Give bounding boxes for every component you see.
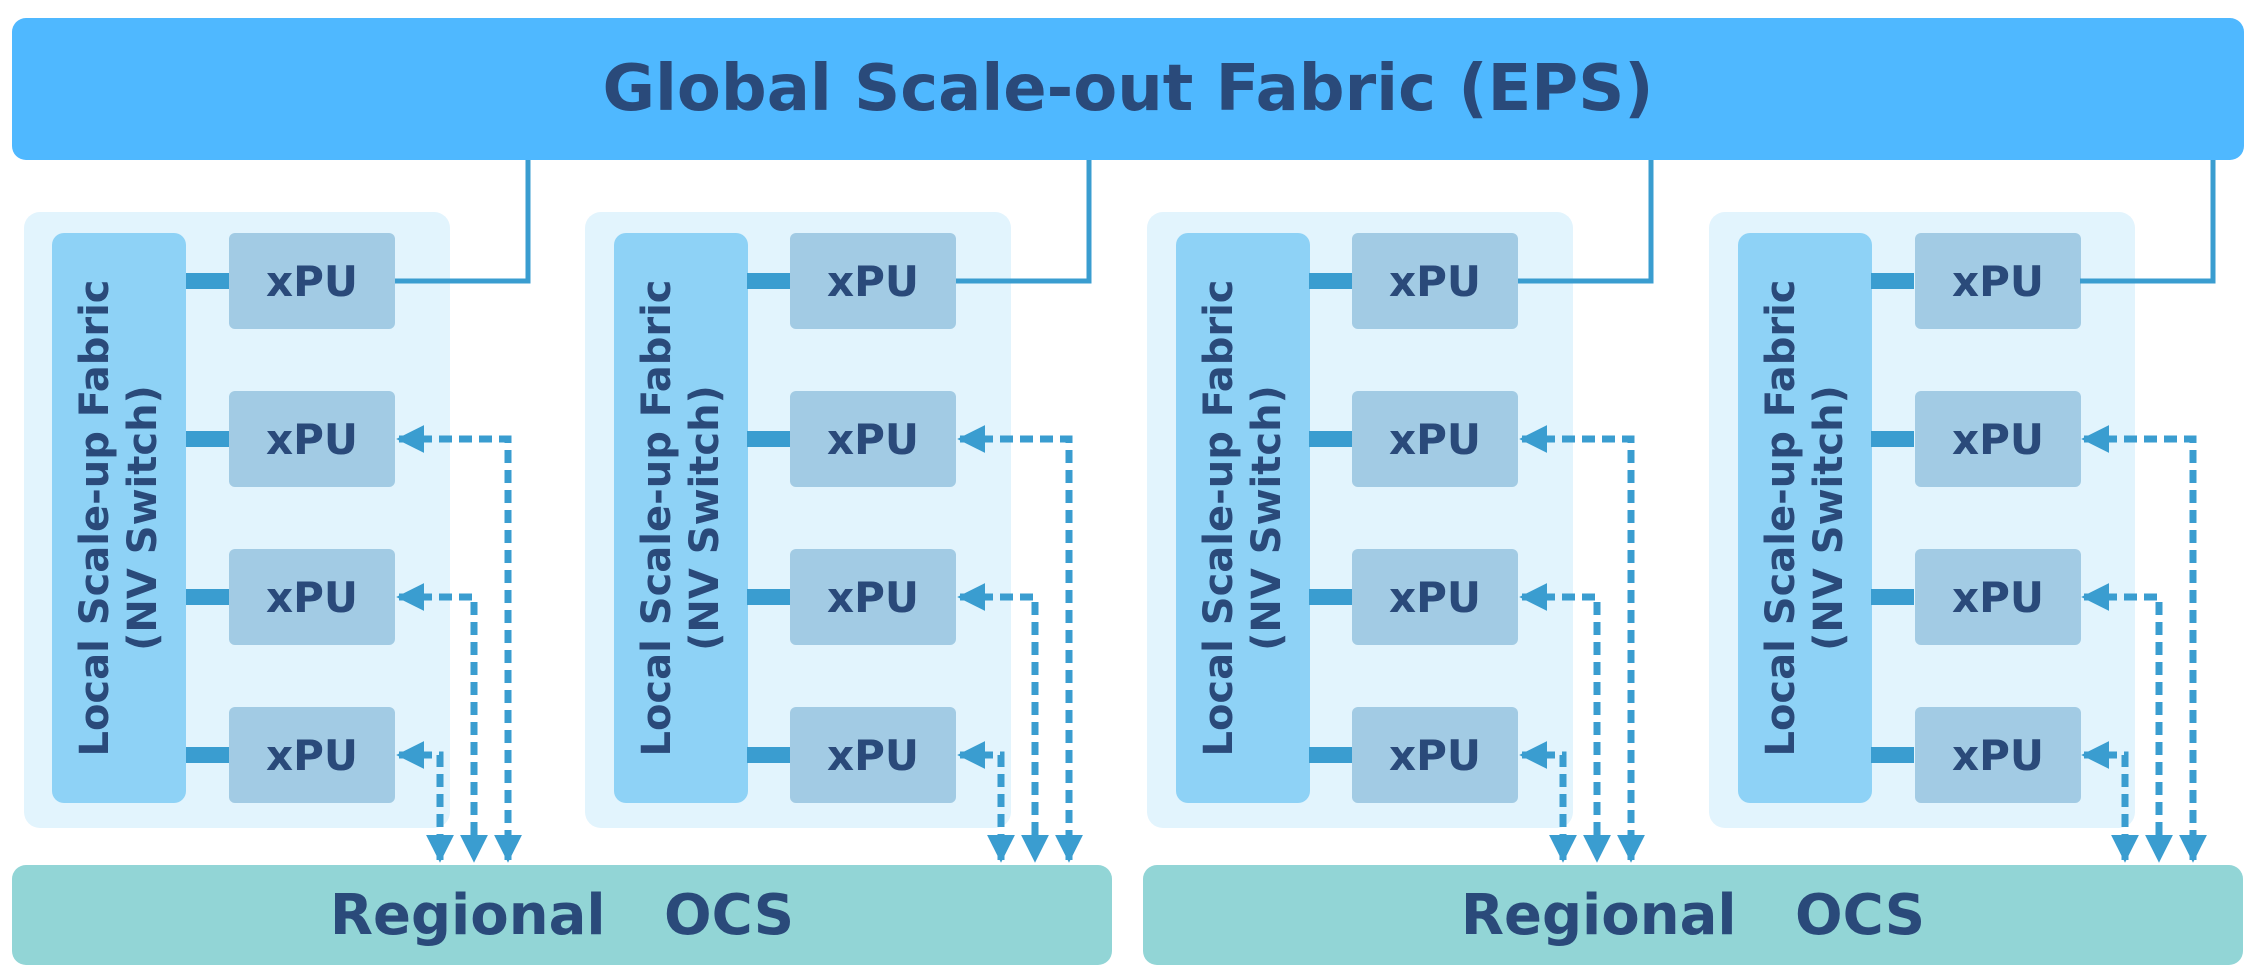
pod-1-ocs-link-4 <box>957 741 1015 863</box>
pod-2-xpu-1: xPU <box>1352 233 1518 329</box>
pod-3-xpu-2: xPU <box>1915 391 2081 487</box>
pod-2-xpu-2: xPU <box>1352 391 1518 487</box>
pod-2-ocs-link-2 <box>1519 425 1645 863</box>
pod-3-xpu-3: xPU <box>1915 549 2081 645</box>
pod-3-ocs-link-4 <box>2081 741 2139 863</box>
regional-ocs-label: Regional OCS <box>329 882 795 948</box>
pod-2-xpu-3: xPU <box>1352 549 1518 645</box>
global-fabric-label: Global Scale-out Fabric (EPS) <box>602 52 1654 126</box>
pod-0-xpu-3: xPU <box>229 549 395 645</box>
pod-2-eps-uplink <box>1518 160 1654 284</box>
pod-3-switch: Local Scale-up Fabric (NV Switch) <box>1738 233 1872 803</box>
pod-0-ocs-link-3 <box>396 583 488 863</box>
pod-1-xpu-4: xPU <box>790 707 956 803</box>
pod-0-xpu-1: xPU <box>229 233 395 329</box>
pod-0-switch: Local Scale-up Fabric (NV Switch) <box>52 233 186 803</box>
pod-2-ocs-link-3 <box>1519 583 1611 863</box>
regional-ocs-label: Regional OCS <box>1460 882 1926 948</box>
pod-0-eps-uplink <box>395 160 531 284</box>
pod-3-eps-uplink <box>2080 160 2216 284</box>
pod-3-xpu-4: xPU <box>1915 707 2081 803</box>
global-scale-out-fabric: Global Scale-out Fabric (EPS) <box>12 18 2244 160</box>
pod-2-xpu-4: xPU <box>1352 707 1518 803</box>
pod-0-ocs-link-4 <box>396 741 454 863</box>
pod-2-ocs-link-4 <box>1519 741 1577 863</box>
pod-2-switch: Local Scale-up Fabric (NV Switch) <box>1176 233 1310 803</box>
pod-1-xpu-1: xPU <box>790 233 956 329</box>
pod-1-xpu-2: xPU <box>790 391 956 487</box>
pod-0-xpu-4: xPU <box>229 707 395 803</box>
pod-0-xpu-2: xPU <box>229 391 395 487</box>
pod-3-ocs-link-3 <box>2081 583 2173 863</box>
pod-3-ocs-link-2 <box>2081 425 2207 863</box>
pod-1-switch: Local Scale-up Fabric (NV Switch) <box>614 233 748 803</box>
pod-1-xpu-3: xPU <box>790 549 956 645</box>
regional-ocs-right: Regional OCS <box>1143 865 2243 965</box>
pod-1-eps-uplink <box>956 160 1092 284</box>
pod-0-ocs-link-2 <box>396 425 522 863</box>
pod-1-ocs-link-3 <box>957 583 1049 863</box>
pod-1-ocs-link-2 <box>957 425 1083 863</box>
regional-ocs-left: Regional OCS <box>12 865 1112 965</box>
pod-3-xpu-1: xPU <box>1915 233 2081 329</box>
